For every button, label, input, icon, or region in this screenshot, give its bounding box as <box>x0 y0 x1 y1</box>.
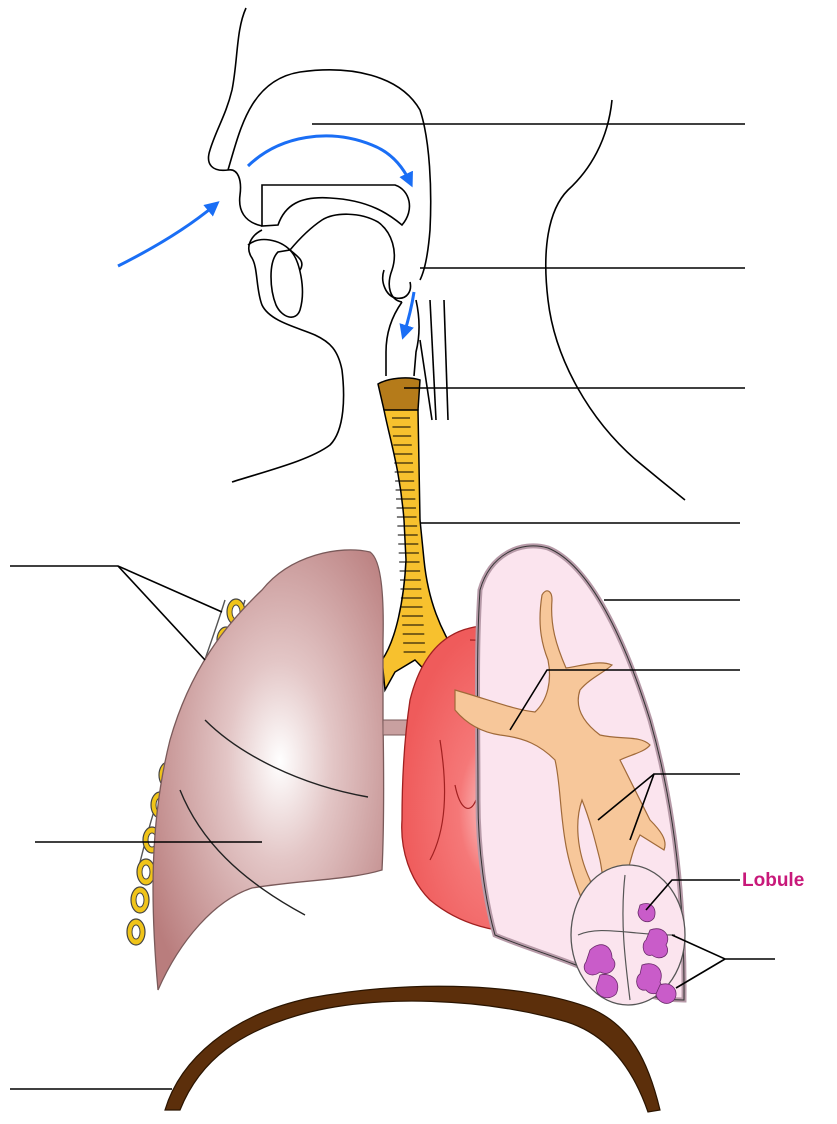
pharynx-airflow-arrow <box>404 292 414 334</box>
rib-section-core <box>142 865 150 879</box>
lobule <box>571 865 685 1005</box>
leader-alveoli <box>672 935 775 959</box>
airflow-arrows <box>118 136 414 334</box>
lobule-label: Lobule <box>742 870 804 891</box>
rib-section-core <box>132 925 140 939</box>
larynx-shape <box>378 378 420 413</box>
rib-section-core <box>136 893 144 907</box>
leader-ribs <box>10 566 222 612</box>
leader-ribs-branch <box>118 566 205 660</box>
head-outline <box>209 8 685 500</box>
right-lung <box>153 550 410 990</box>
nasal-airflow-arrow <box>248 136 410 182</box>
diaphragm <box>165 986 660 1112</box>
inhale-arrow <box>118 205 215 266</box>
